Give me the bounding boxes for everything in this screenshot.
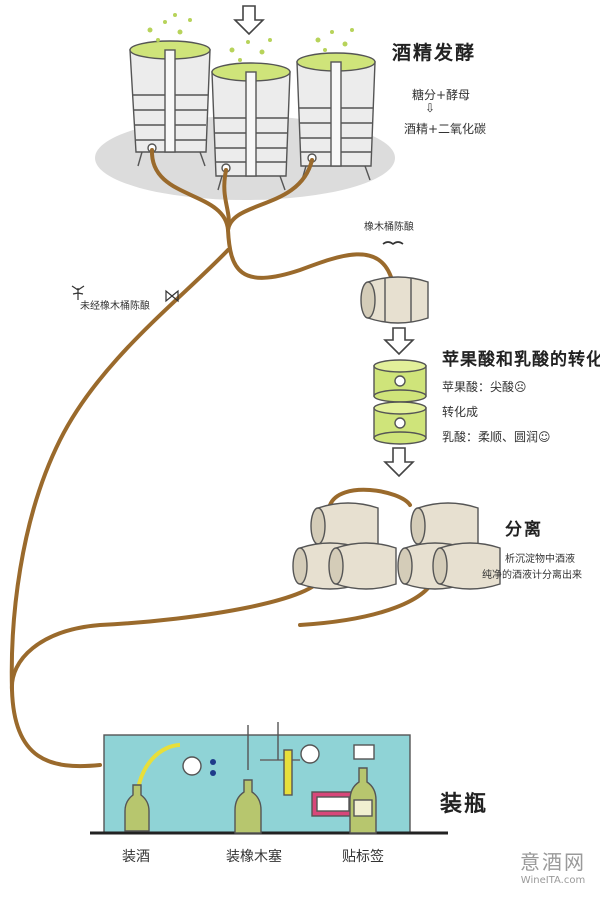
bottle-2 <box>234 779 262 834</box>
bottling-title: 装瓶 <box>440 792 489 817</box>
arrow-to-conversion-icon <box>383 327 415 356</box>
bottle-1 <box>124 784 150 832</box>
malolactic-title: 苹果酸和乳酸的转化 <box>442 350 600 370</box>
separation-barrels <box>292 502 501 590</box>
separation-title: 分离 <box>505 520 543 540</box>
no-oak-label: 未经橡木桶陈酿 <box>80 301 150 312</box>
bottling-step-label: 贴标签 <box>342 849 384 865</box>
separation-line1: 析沉淀物中酒液 <box>505 554 575 565</box>
oak-aging-label: 橡木桶陈酿 <box>364 222 414 233</box>
fermentation-line2: 酒精+二氧化碳 <box>404 122 487 136</box>
malolactic-line3: 乳酸：柔顺、圆润☺ <box>442 430 551 444</box>
arrow-to-separation-icon <box>383 447 415 478</box>
fermentation-tank-1 <box>129 40 211 167</box>
transfer-pipes <box>9 148 437 769</box>
conversion-tank <box>373 359 427 445</box>
arrow-down-icon: ⇩ <box>425 101 436 115</box>
malolactic-line1: 苹果酸：尖酸☹ <box>442 380 527 394</box>
palm-icon <box>71 285 85 300</box>
bottling-step-cork: 装橡木塞 <box>226 849 282 865</box>
watermark-url: WineITA.com <box>520 875 586 886</box>
fermentation-line1: 糖分+酵母 <box>412 88 471 102</box>
malolactic-line2: 转化成 <box>442 405 479 419</box>
bottling-step-fill: 装酒 <box>122 849 150 865</box>
watermark: 意酒网 WineITA.com <box>520 846 586 886</box>
bottle-3 <box>349 767 377 834</box>
fermentation-tank-2 <box>211 62 291 191</box>
mustache-icon <box>382 241 404 246</box>
fermentation-title: 酒精发酵 <box>392 42 477 64</box>
aging-barrel <box>360 276 429 324</box>
bow-icon <box>165 289 179 303</box>
top-arrow-icon <box>233 5 265 36</box>
fermentation-tank-3 <box>296 52 376 181</box>
separation-line2: 纯净的酒液计分离出来 <box>482 570 582 581</box>
fermentation-bubbles <box>147 13 354 62</box>
watermark-name: 意酒网 <box>520 850 586 874</box>
